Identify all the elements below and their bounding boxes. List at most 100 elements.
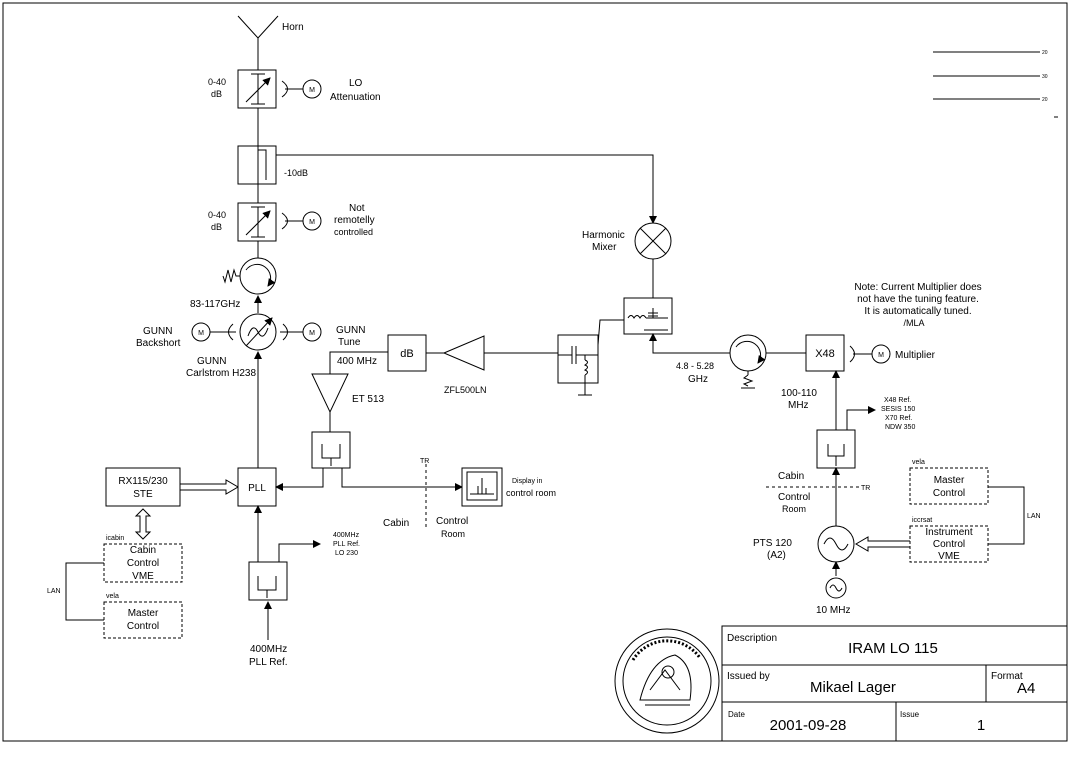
display-label-1: Display in bbox=[512, 478, 542, 485]
lo-attenuation-label-1: LO bbox=[349, 78, 363, 89]
rx-label-1: RX115/230 bbox=[118, 476, 168, 487]
not-remote-label-1: Not bbox=[349, 203, 365, 214]
att2-motor: M bbox=[281, 211, 322, 231]
cabin-vme-2: Control bbox=[127, 558, 159, 569]
pll-ref-label-1: 400MHz bbox=[250, 644, 287, 655]
manual-attenuator bbox=[237, 202, 277, 242]
left-power-splitter bbox=[311, 431, 351, 469]
att2-range-bot: dB bbox=[211, 222, 222, 232]
note-line-4: /MLA bbox=[903, 318, 924, 328]
svg-text:M: M bbox=[309, 87, 315, 94]
coupler-label: -10dB bbox=[284, 168, 308, 178]
gunn-backshort-label-1: GUNN bbox=[143, 326, 172, 337]
circulator bbox=[729, 334, 767, 389]
date-value: 2001-09-28 bbox=[770, 717, 847, 734]
harmonic-mixer-label-1: Harmonic bbox=[582, 230, 625, 241]
cabin-vme-tag: icabin bbox=[106, 535, 124, 542]
date-label: Date bbox=[728, 710, 745, 719]
lo-attenuator bbox=[237, 69, 277, 109]
format-value: A4 bbox=[1017, 680, 1035, 697]
bias-tee bbox=[557, 334, 599, 396]
format-label: Format bbox=[991, 671, 1023, 682]
pll-ref-small-1: 400MHz bbox=[333, 532, 360, 539]
att1-range-top: 0-40 bbox=[208, 77, 226, 87]
mhz-range-label-2: MHz bbox=[788, 400, 809, 411]
ref-10mhz-source bbox=[825, 577, 847, 599]
multiplier-label: Multiplier bbox=[895, 350, 936, 361]
lan-left-line bbox=[65, 562, 104, 621]
pll-ref-label-2: PLL Ref. bbox=[249, 657, 288, 668]
multiplier-motor: M bbox=[849, 344, 891, 364]
mhz10-label: 10 MHz bbox=[816, 605, 850, 616]
display-label-2: control room bbox=[506, 488, 556, 498]
et513-label: ET 513 bbox=[352, 394, 384, 405]
pts-label-2: (A2) bbox=[767, 550, 786, 561]
gunn-oscillator: M M bbox=[191, 313, 322, 351]
issued-label: Issued by bbox=[727, 671, 770, 682]
scale-marks bbox=[933, 51, 1058, 118]
title-block bbox=[721, 625, 1068, 742]
note-line-2: not have the tuning feature. bbox=[857, 294, 979, 305]
pll-box bbox=[237, 467, 277, 507]
x48-ref-2: SESIS 150 bbox=[881, 406, 915, 413]
pll-ref-splitter bbox=[248, 561, 288, 601]
not-remote-label-3: controlled bbox=[334, 227, 373, 237]
gunn-tune-label-2: Tune bbox=[338, 337, 361, 348]
scale-3: 20 bbox=[1042, 97, 1048, 103]
not-remote-label-2: remotelly bbox=[334, 215, 375, 226]
mhz-range-label-1: 100-110 bbox=[781, 388, 817, 399]
master-left-1: Master bbox=[128, 608, 159, 619]
svg-text:M: M bbox=[309, 219, 315, 226]
master-right-tag: vela bbox=[912, 459, 925, 466]
lan-right-line bbox=[988, 486, 1025, 545]
att2-range-top: 0-40 bbox=[208, 210, 226, 220]
lan-right-label: LAN bbox=[1027, 513, 1041, 520]
ghz-label-1: 4.8 - 5.28 bbox=[676, 361, 714, 371]
description-label: Description bbox=[727, 633, 777, 644]
right-power-splitter bbox=[816, 429, 856, 469]
mixer-diplexer bbox=[623, 297, 673, 335]
cabin-right-label: Cabin bbox=[778, 471, 804, 482]
zfl-label: ZFL500LN bbox=[444, 385, 487, 395]
instrument-3: VME bbox=[938, 551, 960, 562]
lo-attenuation-label-2: Attenuation bbox=[330, 92, 381, 103]
x48-ref-3: X70 Ref. bbox=[885, 415, 912, 422]
freq-range-label: 83-117GHz bbox=[190, 299, 240, 310]
harmonic-mixer bbox=[634, 222, 672, 260]
tr-left-label: TR bbox=[420, 458, 429, 465]
harmonic-mixer-label-2: Mixer bbox=[592, 242, 617, 253]
cabin-vme-1: Cabin bbox=[130, 545, 156, 556]
institution-seal bbox=[614, 628, 720, 734]
control-room-right-2: Room bbox=[782, 504, 806, 514]
x48-multiplier bbox=[805, 334, 845, 372]
issue-label: Issue bbox=[900, 710, 920, 719]
att1-range-bot: dB bbox=[211, 89, 222, 99]
master-right-1: Master bbox=[934, 475, 965, 486]
instrument-control-vme bbox=[909, 525, 989, 563]
et513-amplifier bbox=[311, 373, 349, 414]
gunn-name-label-1: GUNN bbox=[197, 356, 226, 367]
zfl-amplifier bbox=[442, 335, 485, 371]
horn-antenna bbox=[237, 15, 279, 70]
pts120-synthesizer bbox=[817, 525, 855, 563]
svg-text:M: M bbox=[198, 330, 204, 337]
isolator bbox=[222, 257, 277, 295]
pll-label: PLL bbox=[248, 483, 266, 494]
gunn-name-label-2: Carlstrom H238 bbox=[186, 368, 256, 379]
instrument-tag: iccrsat bbox=[912, 517, 932, 524]
x48-ref-1: X48 Ref. bbox=[884, 397, 911, 404]
scale-1: 20 bbox=[1042, 50, 1048, 56]
cabin-left-label: Cabin bbox=[383, 518, 409, 529]
pll-ref-small-2: PLL Ref. bbox=[333, 541, 360, 548]
horn-label: Horn bbox=[282, 22, 304, 33]
note-line-3: It is automatically tuned. bbox=[864, 306, 971, 317]
note-line-1: Note: Current Multiplier does bbox=[854, 282, 981, 293]
tr-right-label: TR bbox=[861, 485, 870, 492]
master-left-2: Control bbox=[127, 621, 159, 632]
issue-value: 1 bbox=[977, 717, 985, 734]
display-spectrum-analyzer bbox=[461, 467, 503, 507]
att1-motor: M bbox=[281, 79, 322, 99]
pts-label-1: PTS 120 bbox=[753, 538, 792, 549]
issued-value: Mikael Lager bbox=[810, 679, 896, 696]
